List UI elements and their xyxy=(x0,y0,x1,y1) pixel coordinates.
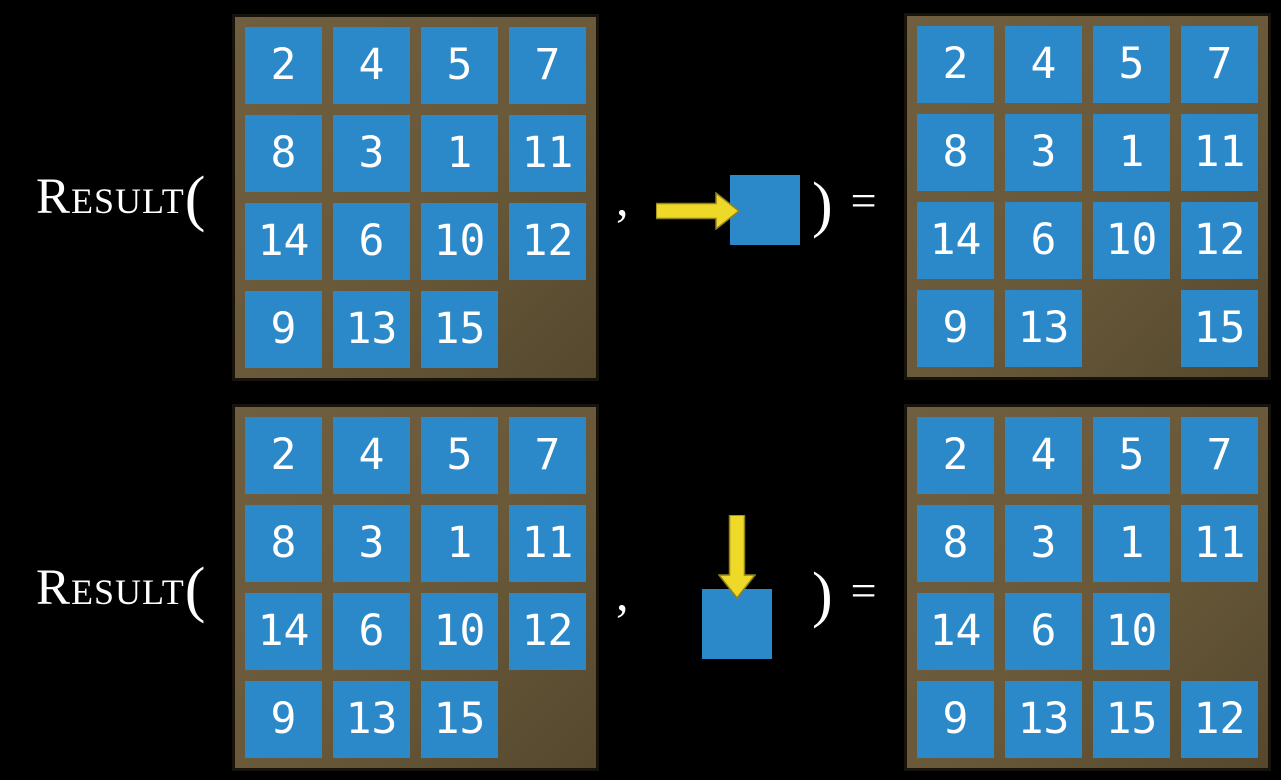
puzzle-tile-13: 13 xyxy=(333,681,410,758)
open-paren: ( xyxy=(184,556,206,624)
puzzle-tile-14: 14 xyxy=(245,203,322,280)
arrow-right-icon xyxy=(656,192,740,230)
empty-cell xyxy=(1093,290,1170,367)
result-expression-row1: Result( xyxy=(36,158,205,236)
puzzle-tile-6: 6 xyxy=(1005,593,1082,670)
puzzle-tile-15: 15 xyxy=(1093,681,1170,758)
close-paren-equals-row1: ) = xyxy=(812,171,877,239)
equals-sign: = xyxy=(850,565,877,616)
puzzle-tile-7: 7 xyxy=(509,27,586,104)
puzzle-tile-14: 14 xyxy=(917,202,994,279)
puzzle-tile-6: 6 xyxy=(333,593,410,670)
puzzle-tile-7: 7 xyxy=(1181,417,1258,494)
puzzle-tile-7: 7 xyxy=(1181,26,1258,103)
puzzle-tile-12: 12 xyxy=(1181,681,1258,758)
function-name-label: Result xyxy=(36,168,185,225)
puzzle-tile-15: 15 xyxy=(421,681,498,758)
puzzle-tile-9: 9 xyxy=(917,681,994,758)
puzzle-tile-6: 6 xyxy=(1005,202,1082,279)
puzzle-tile-9: 9 xyxy=(245,681,322,758)
puzzle-tile-5: 5 xyxy=(421,27,498,104)
close-paren: ) xyxy=(812,171,833,239)
puzzle-tile-10: 10 xyxy=(421,593,498,670)
empty-cell xyxy=(1181,593,1258,670)
puzzle-tile-6: 6 xyxy=(333,203,410,280)
puzzle-tile-4: 4 xyxy=(1005,417,1082,494)
puzzle-tile-2: 2 xyxy=(917,26,994,103)
puzzle-tile-5: 5 xyxy=(421,417,498,494)
puzzle-tile-14: 14 xyxy=(917,593,994,670)
puzzle-tile-12: 12 xyxy=(509,203,586,280)
puzzle-tile-2: 2 xyxy=(917,417,994,494)
function-name-label: Result xyxy=(36,559,185,616)
puzzle-tile-8: 8 xyxy=(917,114,994,191)
puzzle-tile-9: 9 xyxy=(917,290,994,367)
comma: , xyxy=(616,565,629,621)
result-expression-row2: Result( xyxy=(36,549,205,627)
puzzle-tile-3: 3 xyxy=(1005,114,1082,191)
puzzle-tile-8: 8 xyxy=(245,505,322,582)
close-paren-equals-row2: ) = xyxy=(812,561,877,629)
puzzle-tile-13: 13 xyxy=(333,291,410,368)
comma: , xyxy=(616,170,629,226)
puzzle-tile-1: 1 xyxy=(421,115,498,192)
puzzle-tile-3: 3 xyxy=(333,505,410,582)
puzzle-tile-10: 10 xyxy=(1093,202,1170,279)
puzzle-tile-13: 13 xyxy=(1005,290,1082,367)
puzzle-tile-13: 13 xyxy=(1005,681,1082,758)
puzzle-tile-12: 12 xyxy=(1181,202,1258,279)
puzzle-tile-3: 3 xyxy=(333,115,410,192)
moving-tile-square-row1 xyxy=(730,175,800,245)
puzzle-tile-1: 1 xyxy=(1093,505,1170,582)
puzzle-tile-4: 4 xyxy=(333,417,410,494)
arrow-down-icon xyxy=(718,515,756,599)
puzzle-tile-3: 3 xyxy=(1005,505,1082,582)
open-paren: ( xyxy=(184,165,206,233)
puzzle-tile-10: 10 xyxy=(1093,593,1170,670)
puzzle-tile-5: 5 xyxy=(1093,417,1170,494)
puzzle-tile-5: 5 xyxy=(1093,26,1170,103)
puzzle-tile-4: 4 xyxy=(333,27,410,104)
empty-cell xyxy=(509,291,586,368)
puzzle-tile-11: 11 xyxy=(509,505,586,582)
puzzle-tile-14: 14 xyxy=(245,593,322,670)
puzzle-tile-1: 1 xyxy=(421,505,498,582)
moving-tile-square-row2 xyxy=(702,589,772,659)
puzzle-tile-12: 12 xyxy=(509,593,586,670)
close-paren: ) xyxy=(812,561,833,629)
puzzle-tile-7: 7 xyxy=(509,417,586,494)
puzzle-tile-10: 10 xyxy=(421,203,498,280)
puzzle-tile-11: 11 xyxy=(509,115,586,192)
empty-cell xyxy=(509,681,586,758)
puzzle-tile-4: 4 xyxy=(1005,26,1082,103)
equals-sign: = xyxy=(850,175,877,226)
puzzle-tile-15: 15 xyxy=(1181,290,1258,367)
puzzle-tile-11: 11 xyxy=(1181,114,1258,191)
puzzle-tile-8: 8 xyxy=(245,115,322,192)
puzzle-tile-8: 8 xyxy=(917,505,994,582)
puzzle-tile-2: 2 xyxy=(245,417,322,494)
puzzle-tile-11: 11 xyxy=(1181,505,1258,582)
puzzle-tile-9: 9 xyxy=(245,291,322,368)
puzzle-tile-1: 1 xyxy=(1093,114,1170,191)
puzzle-tile-15: 15 xyxy=(421,291,498,368)
puzzle-tile-2: 2 xyxy=(245,27,322,104)
